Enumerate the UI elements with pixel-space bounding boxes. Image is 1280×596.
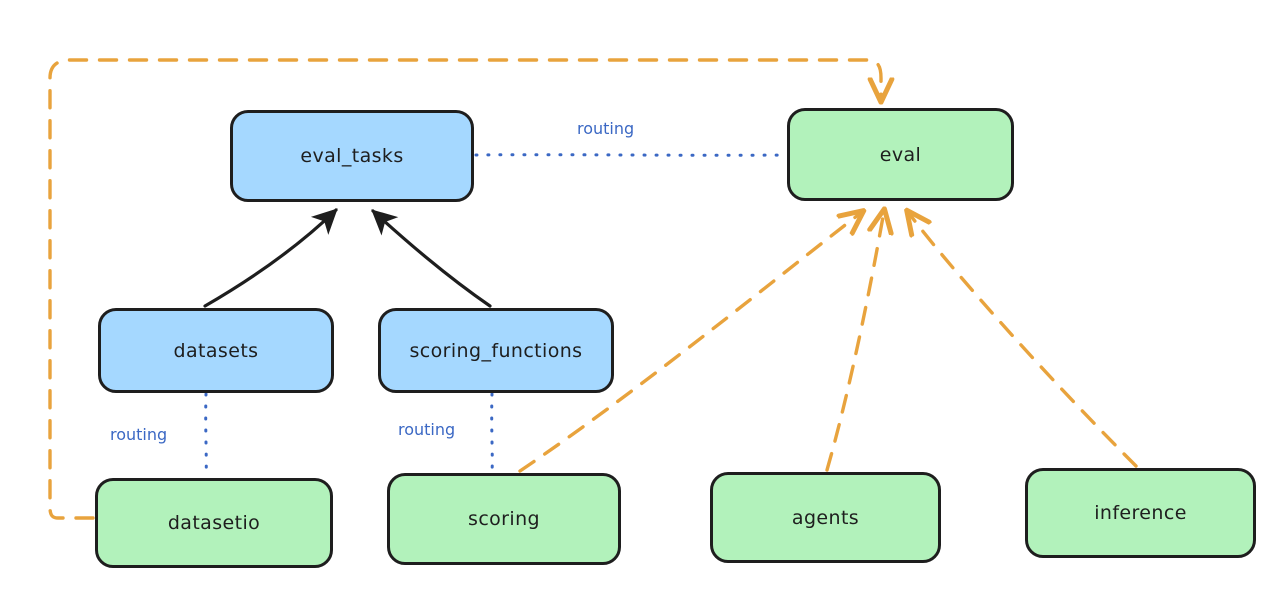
edge-label-routing-scoring-functions-scoring: routing bbox=[398, 420, 456, 439]
edge-eval_tasks-to-eval bbox=[474, 153, 787, 157]
edge-scoring-to-eval bbox=[518, 212, 862, 473]
node-eval-tasks[interactable]: eval_tasks bbox=[230, 110, 474, 202]
node-label-inference: inference bbox=[1094, 502, 1187, 524]
node-datasetio[interactable]: datasetio bbox=[95, 478, 333, 568]
node-label-datasets: datasets bbox=[173, 339, 259, 362]
node-label-agents: agents bbox=[791, 506, 860, 529]
node-inference[interactable]: inference bbox=[1025, 468, 1256, 558]
node-label-datasetio: datasetio bbox=[167, 512, 261, 534]
node-label-eval: eval bbox=[879, 143, 922, 166]
edge-scoring_functions-to-eval_tasks bbox=[371, 209, 492, 308]
node-scoring[interactable]: scoring bbox=[387, 473, 621, 565]
edge-datasets-to-eval_tasks bbox=[203, 208, 338, 308]
edge-label-routing-eval-tasks-eval: routing bbox=[577, 119, 635, 138]
edge-agents-to-eval bbox=[825, 211, 884, 472]
node-label-scoring: scoring bbox=[468, 508, 540, 530]
edge-label-routing-datasets-datasetio: routing bbox=[110, 425, 168, 444]
node-eval[interactable]: eval bbox=[787, 108, 1014, 201]
node-datasets[interactable]: datasets bbox=[98, 308, 334, 393]
edge-datasetio-to-eval bbox=[48, 58, 881, 520]
node-label-eval-tasks: eval_tasks bbox=[300, 145, 404, 167]
edge-datasets-to-datasetio bbox=[204, 392, 208, 478]
edge-inference-to-eval bbox=[908, 212, 1138, 468]
edge-scoring_functions-to-scoring bbox=[490, 392, 494, 473]
node-agents[interactable]: agents bbox=[710, 472, 941, 563]
node-label-scoring-functions: scoring_functions bbox=[409, 339, 583, 362]
node-scoring-functions[interactable]: scoring_functions bbox=[378, 308, 614, 393]
